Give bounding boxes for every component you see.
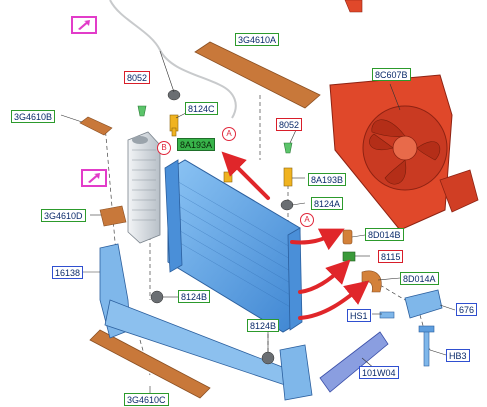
label-676[interactable]: 676 — [456, 303, 478, 316]
label-hb3[interactable]: HB3 — [446, 349, 470, 362]
fan-shroud — [329, 74, 479, 231]
radiator — [164, 159, 303, 333]
label-8c607b[interactable]: 8C607B — [372, 68, 411, 81]
callout-a: A — [300, 213, 314, 227]
label-8052-left[interactable]: 8052 — [124, 71, 151, 84]
sensor-left-part — [169, 114, 179, 137]
hose-lower — [361, 270, 382, 293]
clip-8124b-bottom-part — [261, 351, 275, 365]
shroud-fragment — [344, 0, 363, 13]
clip-8124c-part — [167, 89, 181, 101]
pad-left-small — [79, 116, 113, 136]
label-3g4610d[interactable]: 3G4610D — [41, 209, 86, 222]
label-8052-right[interactable]: 8052 — [276, 118, 303, 131]
callout-a: A — [222, 127, 236, 141]
flow-arrows — [221, 151, 370, 320]
pin-right-part — [283, 142, 293, 154]
label-8a193b[interactable]: 8A193B — [308, 173, 347, 186]
charge-air-cooler — [127, 131, 161, 244]
sensor-right-part — [283, 167, 293, 187]
callout-b: B — [157, 141, 171, 155]
label-3g4610a[interactable]: 3G4610A — [235, 33, 280, 46]
hand-pointer-icon[interactable] — [81, 169, 107, 187]
drain-plug — [342, 251, 356, 262]
label-hs1[interactable]: HS1 — [347, 309, 371, 322]
lower-support — [99, 243, 313, 401]
label-8a193a[interactable]: 8A193A — [177, 138, 216, 151]
label-8124a[interactable]: 8124A — [311, 197, 344, 210]
pad-left-lower — [99, 205, 127, 227]
hs1-clip — [379, 311, 395, 319]
label-3g4610c[interactable]: 3G4610C — [124, 393, 169, 406]
pin-left-part — [137, 105, 147, 117]
clip-8124b-left-part — [150, 290, 164, 304]
label-3g4610b[interactable]: 3G4610B — [11, 110, 56, 123]
hose-upper — [342, 229, 353, 245]
label-16138[interactable]: 16138 — [52, 266, 84, 279]
sensor-radiator-part — [223, 171, 233, 183]
label-8124b-bottom[interactable]: 8124B — [247, 319, 280, 332]
label-101w04[interactable]: 101W04 — [359, 366, 399, 379]
hand-pointer-icon[interactable] — [71, 16, 97, 34]
label-8124b-left[interactable]: 8124B — [178, 290, 211, 303]
bolt — [418, 325, 435, 367]
coolant-line — [109, 0, 237, 119]
label-8d014a[interactable]: 8D014A — [400, 272, 439, 285]
clip-8124a-part — [280, 199, 294, 211]
lower-bar — [319, 331, 389, 393]
leader-lines — [60, 50, 456, 395]
pad-top — [194, 41, 321, 109]
bracket-right — [404, 289, 443, 319]
label-8d014b[interactable]: 8D014B — [365, 228, 404, 241]
label-8124c[interactable]: 8124C — [185, 102, 218, 115]
label-8115[interactable]: 8115 — [378, 250, 404, 263]
pad-bottom — [89, 329, 211, 399]
